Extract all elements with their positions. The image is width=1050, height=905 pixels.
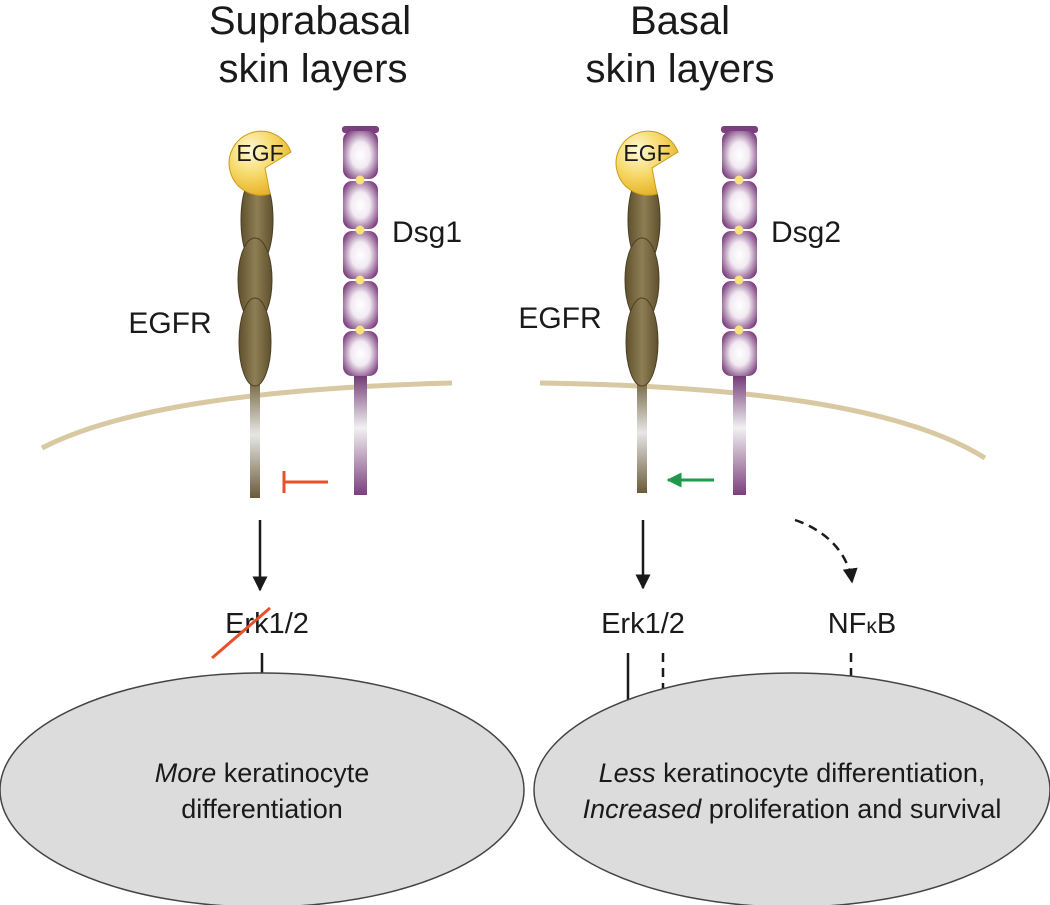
right-erk-label: Erk1/2 [601,608,685,640]
left-erk-strike [211,606,271,660]
left-inhibition-arrow [282,471,328,493]
left-outcome-line2: differentiation [181,794,343,824]
left-cell-membrane [40,380,453,451]
right-dsg2-label: Dsg2 [771,216,841,249]
right-egfr-label: EGFR [518,302,601,335]
left-egfr-label: EGFR [128,307,211,340]
right-title-line1: Basal [630,0,730,43]
left-dsg1-cadherin [342,126,379,495]
right-dsg2-to-nfkb-arrow [794,518,858,584]
right-title-line2: skin layers [586,47,775,91]
left-outcome-line1: More keratinocyte [155,758,370,788]
right-nfkb-label: NFκB [828,608,897,640]
right-cell-membrane [539,380,987,461]
left-dsg1-label: Dsg1 [392,216,462,249]
left-title-line2: skin layers [219,47,408,91]
right-outcome-line1: Less keratinocyte differentiation, [599,758,986,788]
right-egf-label: EGF [623,140,670,166]
right-egf-ligand [615,130,679,196]
left-title-line1: Suprabasal [209,0,411,43]
left-egf-ligand [228,130,292,196]
left-nucleus [0,672,525,905]
left-egf-label: EGF [236,140,283,166]
left-egfr-receptor [237,173,274,498]
right-dsg2-cadherin [721,126,758,495]
right-outcome-line2: Increased proliferation and survival [583,794,1002,824]
right-nucleus [533,672,1050,905]
right-egfr-receptor [624,173,661,493]
